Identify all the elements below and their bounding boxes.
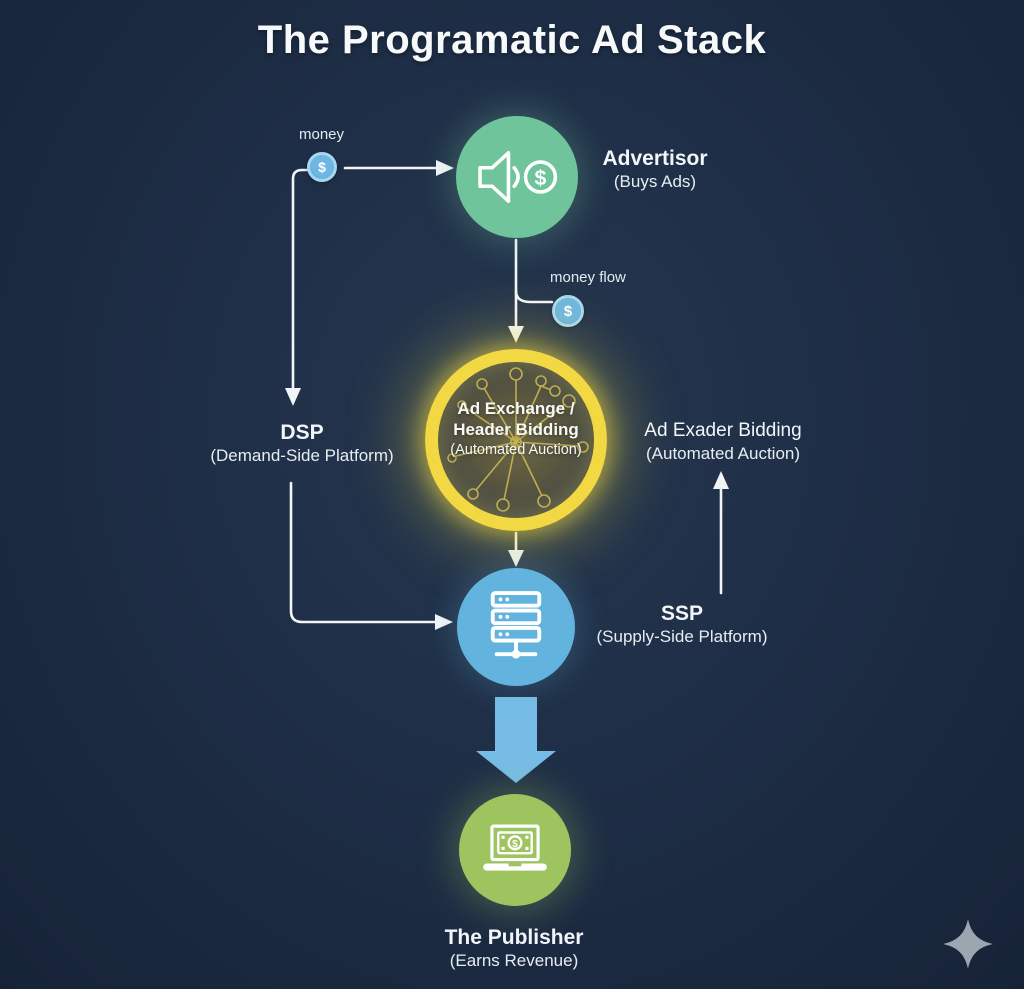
dsp-label: DSP (Demand-Side Platform) xyxy=(192,420,412,467)
header-bidding-label: Ad Exader Bidding (Automated Auction) xyxy=(613,420,833,465)
dollar-sign: $ xyxy=(318,159,326,175)
ssp-label: SSP (Supply-Side Platform) xyxy=(572,601,792,648)
dollar-sign: $ xyxy=(512,839,518,850)
money-coin-icon: $ xyxy=(307,152,337,182)
advertiser-subtitle: (Buys Ads) xyxy=(613,172,697,192)
megaphone-dollar-icon: $ xyxy=(478,151,558,203)
exchange-line3: (Automated Auction) xyxy=(450,441,582,458)
branch-money-flow xyxy=(514,289,554,304)
arrowhead-to-exchange xyxy=(508,326,524,343)
page-title: The Programatic Ad Stack xyxy=(257,18,767,62)
laptop-money-icon: $ xyxy=(483,824,547,871)
header-bidding-title: Ad Exader Bidding xyxy=(644,420,802,441)
advertiser-node: $ xyxy=(456,116,578,238)
publisher-title: The Publisher xyxy=(444,926,584,949)
advertiser-title: Advertisor xyxy=(602,147,708,170)
dsp-title: DSP xyxy=(280,421,324,444)
dsp-subtitle: (Demand-Side Platform) xyxy=(210,446,394,466)
big-arrow-ssp-to-publisher xyxy=(476,697,556,783)
network-icon xyxy=(447,367,589,512)
arrowhead-to-advertiser xyxy=(436,160,454,176)
sparkle-icon xyxy=(942,918,994,970)
publisher-subtitle: (Earns Revenue) xyxy=(449,951,579,971)
ssp-subtitle: (Supply-Side Platform) xyxy=(596,627,768,647)
money-label: money xyxy=(299,126,345,143)
publisher-node: $ xyxy=(459,794,571,906)
ad-exchange-label: Ad Exchange / Header Bidding (Automated … xyxy=(425,398,607,460)
arrowhead-to-header-bidding xyxy=(713,471,729,489)
arrowhead-to-ssp-left xyxy=(435,614,453,630)
dollar-sign: $ xyxy=(563,302,573,320)
arrow-dsp-to-ssp xyxy=(289,481,437,624)
arrowhead-to-ssp-top xyxy=(508,550,524,567)
arrowhead-to-dsp xyxy=(285,388,301,406)
exchange-line2: Header Bidding xyxy=(453,420,579,440)
server-icon xyxy=(490,591,542,659)
header-bidding-subtitle: (Automated Auction) xyxy=(645,443,801,463)
money-flow-coin-icon: $ xyxy=(552,295,584,327)
ssp-node xyxy=(457,568,575,686)
ssp-title: SSP xyxy=(660,602,704,625)
money-flow-label: money flow xyxy=(550,269,626,286)
advertiser-label: Advertisor (Buys Ads) xyxy=(585,146,725,193)
publisher-label: The Publisher (Earns Revenue) xyxy=(404,925,624,972)
arrow-money-to-dsp xyxy=(291,168,315,391)
dollar-sign: $ xyxy=(535,166,547,190)
exchange-line1: Ad Exchange / xyxy=(457,399,575,418)
